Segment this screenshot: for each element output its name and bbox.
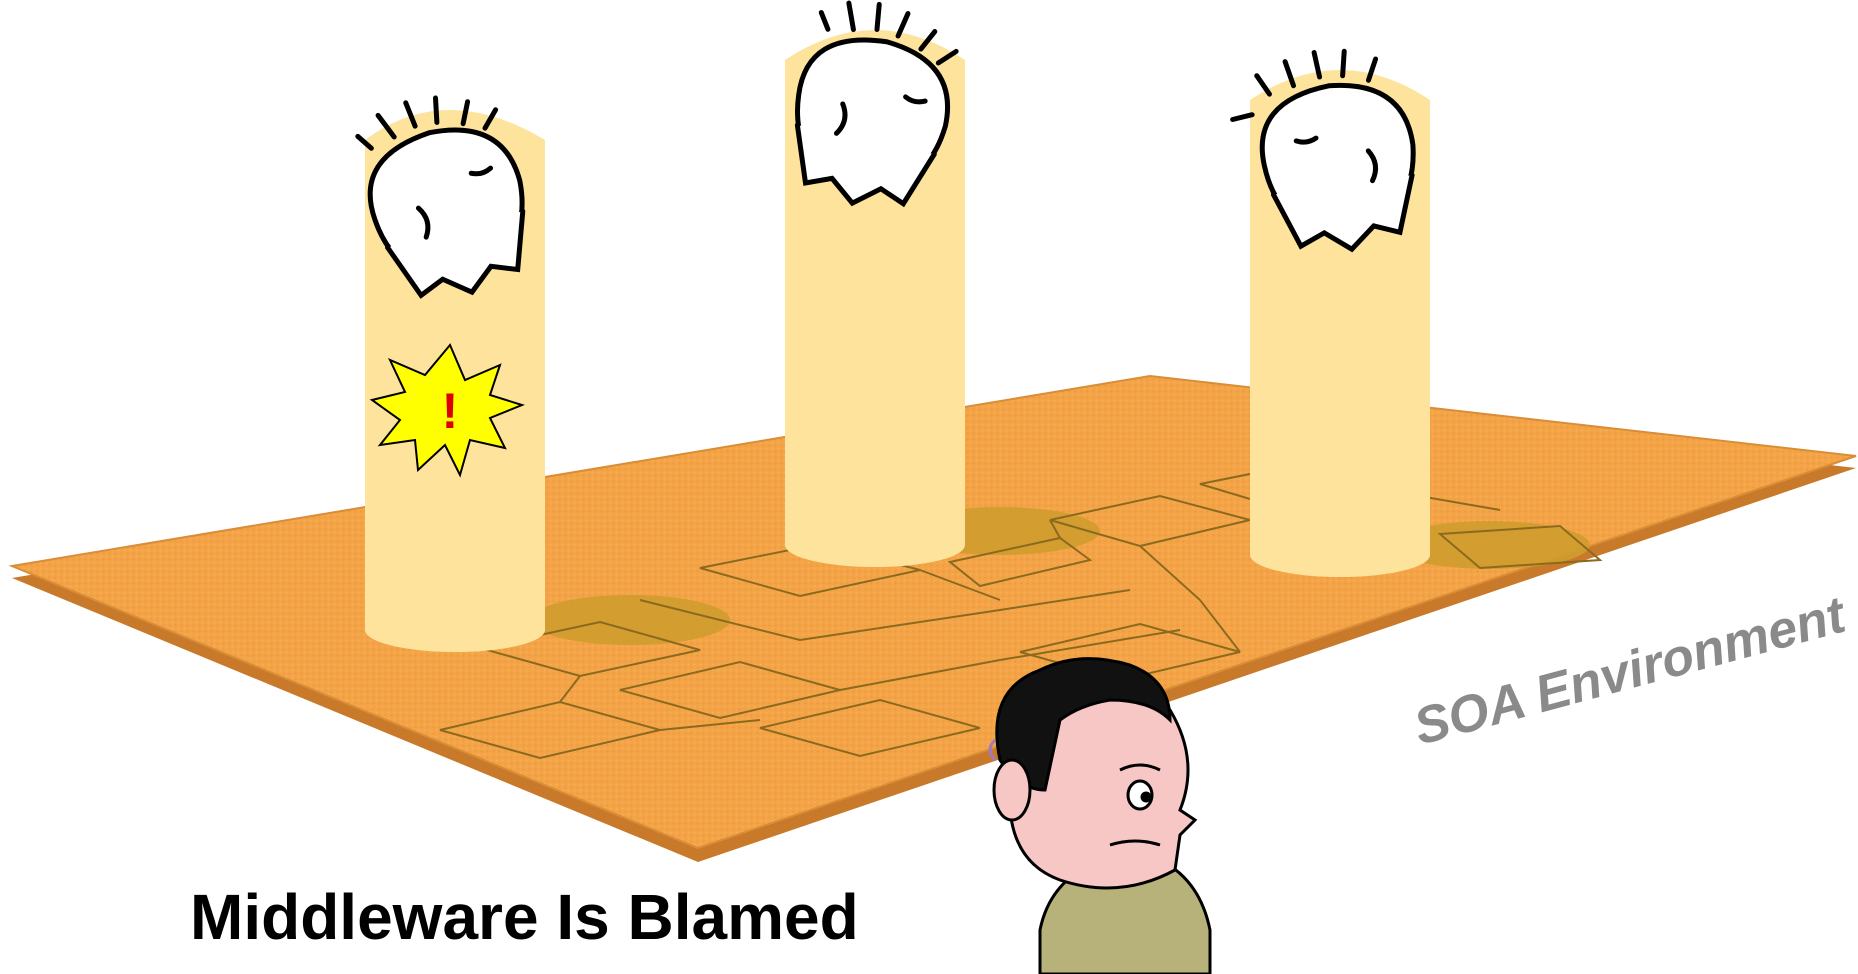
alert-mark: ! [442,383,459,439]
platform-label: SOA Environment [1408,585,1854,756]
angry-person-icon [990,659,1210,974]
page-title: Middleware Is Blamed [190,880,859,954]
